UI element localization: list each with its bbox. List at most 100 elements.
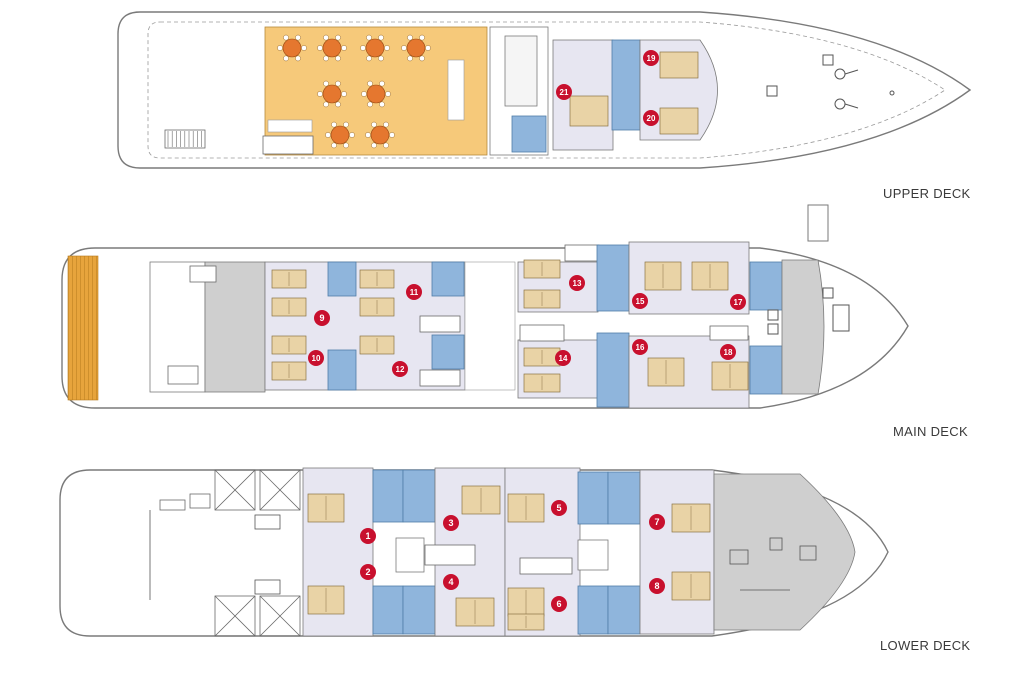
deck-hatches	[767, 287, 850, 335]
stairs	[519, 557, 573, 575]
cabin-marker-dot	[551, 500, 567, 516]
cabin-marker-dot	[360, 528, 376, 544]
cabin-number: 3	[448, 518, 453, 528]
cabin-number: 16	[636, 343, 645, 352]
cabin-number: 9	[319, 313, 324, 323]
cabin-marker: 1	[360, 528, 376, 544]
service-area-bow	[781, 259, 825, 395]
bathroom	[431, 334, 465, 370]
cabin-marker-dot	[314, 310, 330, 326]
bed	[307, 493, 345, 523]
cabin-number: 4	[448, 577, 453, 587]
dining-table	[317, 34, 347, 62]
bed	[455, 597, 495, 627]
cabin-marker: 10	[308, 350, 324, 366]
stairwell	[577, 539, 609, 571]
cabin-number: 15	[636, 297, 645, 306]
engine-room-hatches	[159, 469, 301, 637]
cabin-marker: 4	[443, 574, 459, 590]
bed	[359, 269, 395, 289]
cabin-marker: 2	[360, 564, 376, 580]
bathroom	[402, 585, 436, 635]
cabin-marker: 19	[643, 50, 659, 66]
cabin-marker-dot	[632, 339, 648, 355]
cabin-marker-dot	[720, 344, 736, 360]
stairs	[564, 244, 600, 262]
lower-deck	[59, 467, 889, 637]
wheelhouse-console	[504, 35, 538, 107]
bed	[647, 357, 685, 387]
dining-table	[361, 80, 391, 108]
bed	[671, 503, 711, 533]
dining-table	[401, 34, 431, 62]
bathroom	[611, 39, 641, 131]
cabin-marker: 11	[406, 284, 422, 300]
restaurant-tables	[277, 34, 431, 149]
bed	[271, 269, 307, 289]
cabin-marker: 3	[443, 515, 459, 531]
cabin-marker: 18	[720, 344, 736, 360]
dining-table	[325, 121, 355, 149]
cabin-marker-dot	[392, 361, 408, 377]
bathroom	[372, 585, 404, 635]
corridor	[464, 261, 516, 391]
bed	[644, 261, 682, 291]
stairs	[424, 544, 476, 566]
bed	[671, 571, 711, 601]
cabin-marker-dot	[569, 275, 585, 291]
dining-table	[317, 80, 347, 108]
cabin-number: 11	[410, 288, 419, 297]
cabin-marker-dot	[643, 110, 659, 126]
bed	[659, 107, 699, 135]
service-area-bow	[713, 473, 856, 631]
cabin-marker: 17	[730, 294, 746, 310]
service-area	[204, 261, 266, 393]
cabin-number: 1	[365, 531, 370, 541]
cabin-marker: 21	[556, 84, 572, 100]
cabin-marker-dot	[308, 350, 324, 366]
cabin-marker: 15	[632, 293, 648, 309]
cabin-marker: 9	[314, 310, 330, 326]
cabin-number: 6	[556, 599, 561, 609]
bed	[523, 347, 561, 367]
bed	[523, 373, 561, 393]
bed	[271, 335, 307, 355]
bed	[359, 335, 395, 355]
cabin-marker: 13	[569, 275, 585, 291]
cabin-marker: 6	[551, 596, 567, 612]
cabin-number: 18	[724, 348, 733, 357]
cabin-marker: 16	[632, 339, 648, 355]
bed	[523, 289, 561, 309]
bow-fittings	[729, 537, 817, 591]
cabin-number: 8	[654, 581, 659, 591]
bathroom	[577, 585, 609, 635]
stairs	[189, 265, 217, 283]
bathroom	[607, 585, 641, 635]
cabin-marker-dot	[632, 293, 648, 309]
cabin-marker-dot	[730, 294, 746, 310]
bathroom	[749, 345, 783, 395]
bed	[461, 485, 501, 515]
bed	[359, 297, 395, 317]
cabin-number: 13	[573, 279, 582, 288]
cabin-marker: 5	[551, 500, 567, 516]
cabin-marker: 20	[643, 110, 659, 126]
cabin-marker-dot	[406, 284, 422, 300]
cabin-marker-dot	[556, 84, 572, 100]
bathroom	[327, 261, 357, 297]
bathroom	[596, 332, 630, 408]
bed	[507, 493, 545, 523]
bathroom	[607, 471, 641, 525]
bed	[271, 297, 307, 317]
mast-box	[807, 204, 829, 242]
bed	[691, 261, 729, 291]
lounge-seating	[267, 119, 313, 133]
engines	[149, 510, 281, 600]
stairs-upper-aft	[262, 135, 314, 155]
buffet-counter	[447, 59, 465, 121]
lower-deck-label: LOWER DECK	[880, 638, 971, 653]
anchor-winch	[766, 54, 895, 110]
